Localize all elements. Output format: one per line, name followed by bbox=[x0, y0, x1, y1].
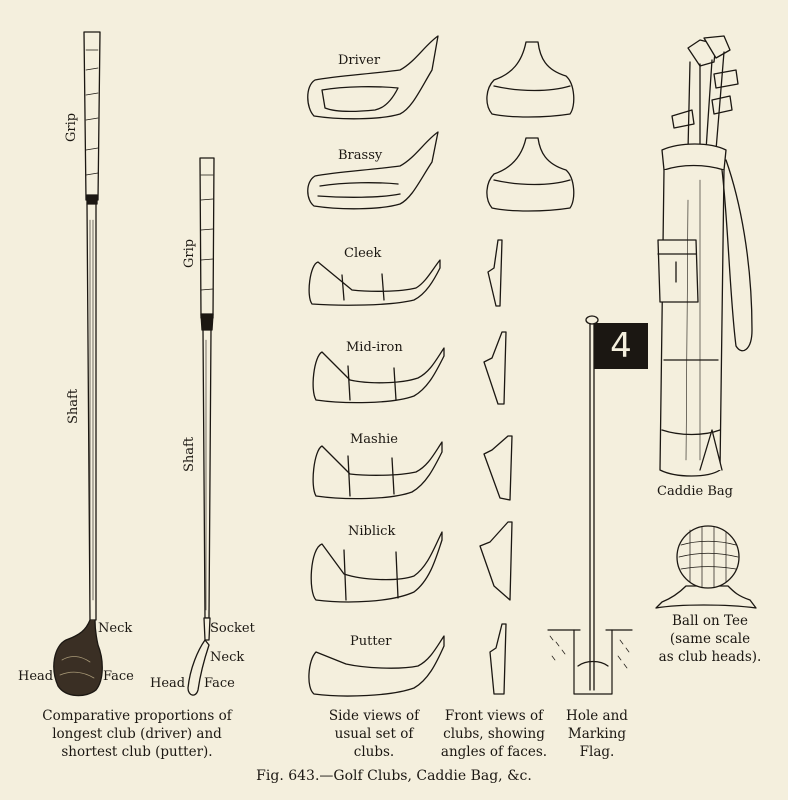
club-name-brassy: Brassy bbox=[338, 148, 383, 163]
front-view-driver bbox=[486, 41, 575, 118]
front-view-putter bbox=[489, 623, 507, 695]
side-view-driver bbox=[307, 35, 439, 120]
hole-caption-line: Marking bbox=[567, 726, 627, 742]
putter-head-label: Head bbox=[150, 676, 186, 691]
side-view-brassy bbox=[307, 131, 439, 210]
ball-on-tee-drawing bbox=[655, 525, 757, 609]
side-view-cleek bbox=[308, 259, 441, 306]
side-views-caption-line: Side views of bbox=[328, 708, 420, 724]
club-name-cleek: Cleek bbox=[344, 246, 382, 261]
club-name-niblick: Niblick bbox=[348, 524, 396, 539]
front-views-caption-line: angles of faces. bbox=[440, 744, 548, 760]
proportions-caption-line: Comparative proportions of bbox=[42, 708, 232, 724]
proportions-caption-line: shortest club (putter). bbox=[61, 744, 213, 760]
hole-caption-line: Flag. bbox=[579, 744, 615, 760]
putter-club-drawing bbox=[187, 157, 215, 696]
driver-head-label: Head bbox=[18, 669, 54, 684]
driver-neck-label: Neck bbox=[98, 621, 133, 636]
club-name-mid-iron: Mid-iron bbox=[346, 340, 403, 355]
club-name-putter: Putter bbox=[350, 634, 392, 649]
front-view-niblick bbox=[479, 521, 513, 601]
putter-socket-label: Socket bbox=[210, 621, 255, 636]
caddie-bag-caption: Caddie Bag bbox=[657, 484, 733, 499]
proportions-caption-line: longest club (driver) and bbox=[52, 726, 222, 742]
side-views-caption-line: clubs. bbox=[353, 744, 395, 760]
club-name-driver: Driver bbox=[338, 53, 381, 68]
ball-caption-line: (same scale bbox=[669, 631, 751, 647]
front-view-mid-iron bbox=[483, 331, 507, 405]
front-views-caption-line: clubs, showing bbox=[443, 726, 545, 742]
caddie-bag-drawing bbox=[657, 35, 753, 477]
driver-club-drawing bbox=[53, 31, 103, 697]
hole-caption-line: Hole and bbox=[566, 708, 628, 724]
side-views-caption: Side views of usual set of clubs. bbox=[318, 707, 430, 761]
ball-caption: Ball on Tee (same scale as club heads). bbox=[640, 612, 780, 666]
putter-shaft-label: Shaft bbox=[182, 436, 197, 472]
side-view-niblick bbox=[310, 531, 443, 603]
front-view-brassy bbox=[486, 137, 575, 212]
putter-face-label: Face bbox=[204, 676, 235, 691]
hole-and-flag-drawing bbox=[547, 315, 633, 695]
driver-grip-label: Grip bbox=[64, 112, 79, 142]
front-view-mashie bbox=[483, 435, 513, 501]
putter-grip-label: Grip bbox=[182, 238, 197, 268]
putter-neck-label: Neck bbox=[210, 650, 245, 665]
driver-face-label: Face bbox=[103, 669, 134, 684]
side-views-caption-line: usual set of bbox=[334, 726, 414, 742]
figure-caption: Fig. 643.—Golf Clubs, Caddie Bag, &c. bbox=[256, 768, 532, 784]
front-views-caption: Front views of clubs, showing angles of … bbox=[432, 707, 556, 761]
side-view-mid-iron bbox=[312, 347, 445, 404]
flag-number: 4 bbox=[594, 323, 648, 369]
club-name-mashie: Mashie bbox=[350, 432, 398, 447]
front-views-caption-line: Front views of bbox=[444, 708, 544, 724]
ball-caption-line: Ball on Tee bbox=[672, 613, 748, 629]
proportions-caption: Comparative proportions of longest club … bbox=[20, 707, 254, 761]
front-view-cleek bbox=[487, 239, 503, 307]
ball-caption-line: as club heads). bbox=[658, 649, 762, 665]
side-view-putter bbox=[308, 635, 445, 697]
hole-caption: Hole and Marking Flag. bbox=[556, 707, 638, 761]
side-view-mashie bbox=[312, 441, 443, 500]
driver-shaft-label: Shaft bbox=[66, 388, 81, 424]
